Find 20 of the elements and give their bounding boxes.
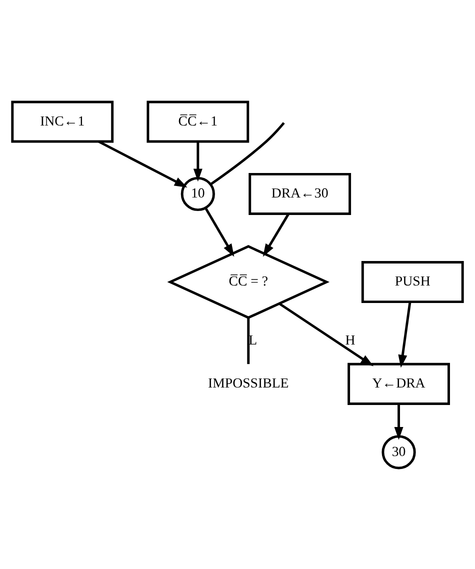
node-box: Y←DRA [348, 362, 450, 404]
arrow [394, 403, 404, 440]
node-diamond: C̅C̅ = ? [167, 244, 330, 318]
edge-label: L [248, 332, 258, 348]
node-text: IMPOSSIBLE [208, 375, 289, 390]
arrow [98, 140, 188, 187]
arrow [204, 206, 234, 256]
node-circle: 30 [382, 434, 416, 469]
node-box: INC←1 [11, 100, 114, 142]
connector [210, 122, 285, 185]
connector [247, 317, 250, 364]
node-circle: 10 [180, 176, 215, 211]
edge-label: H [345, 332, 356, 348]
node-box: PUSH [361, 260, 464, 303]
node-box: DRA←30 [248, 172, 352, 214]
arrow [262, 212, 290, 256]
arrow [398, 302, 412, 368]
arrow [193, 141, 202, 182]
arrow [278, 302, 374, 366]
node-box: C̅C̅←1 [146, 100, 250, 142]
